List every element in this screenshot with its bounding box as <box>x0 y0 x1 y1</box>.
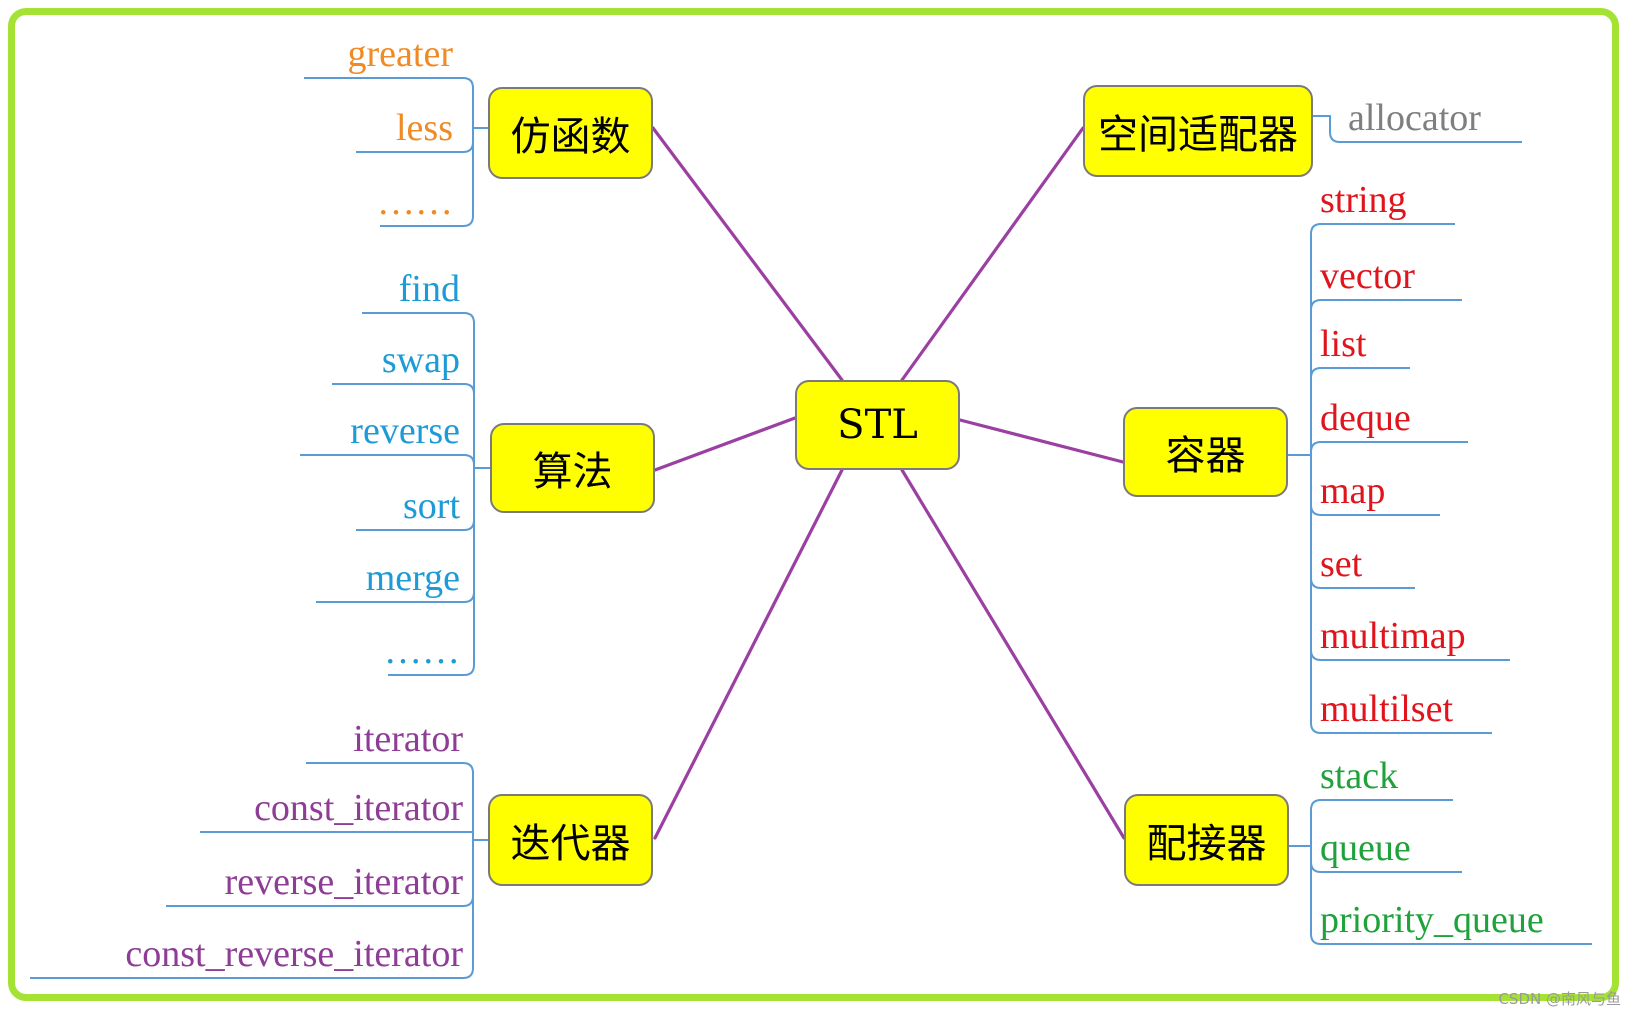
leaf-allocator[interactable]: allocator <box>1348 97 1481 139</box>
leaf-functor[interactable]: …… <box>377 181 453 223</box>
connector-allocator <box>900 126 1085 382</box>
leaf-algorithm[interactable]: swap <box>381 339 460 381</box>
leaf-branch-line <box>1310 367 1410 455</box>
leaf-branch-line <box>1310 846 1592 945</box>
leaf-branch-line <box>332 383 475 468</box>
leaf-functor[interactable]: less <box>396 107 453 149</box>
leaf-branch-line <box>300 454 475 468</box>
leaf-algorithm[interactable]: merge <box>365 557 460 599</box>
leaf-container[interactable]: vector <box>1320 255 1415 297</box>
leaf-algorithm[interactable]: reverse <box>350 410 460 452</box>
leaf-iterator[interactable]: iterator <box>353 718 463 760</box>
leaf-branch-line <box>1329 116 1522 143</box>
leaf-branch-line <box>304 77 474 128</box>
leaf-container[interactable]: multimap <box>1320 615 1466 657</box>
leaf-container[interactable]: set <box>1320 543 1363 585</box>
connector-adapter <box>900 468 1126 840</box>
leaf-adapter[interactable]: stack <box>1320 755 1399 797</box>
leaf-branch-line <box>1310 455 1492 734</box>
watermark: CSDN @南风与鱼 <box>1498 990 1621 1008</box>
leaf-branch-line <box>1310 441 1468 455</box>
connector-functor <box>651 126 844 382</box>
leaf-functor[interactable]: greater <box>347 33 453 75</box>
branch-node-allocator[interactable]: 空间适配器 <box>1083 85 1313 177</box>
center-node[interactable]: STL <box>795 380 960 470</box>
leaf-algorithm[interactable]: find <box>398 268 460 310</box>
diagram-frame <box>8 8 1619 1001</box>
leaf-adapter[interactable]: queue <box>1320 827 1411 869</box>
leaf-branch-line <box>1310 799 1453 846</box>
connector-iterator <box>653 468 844 840</box>
leaf-container[interactable]: string <box>1320 179 1407 221</box>
leaf-branch-line <box>1310 299 1462 455</box>
leaf-branch-line <box>380 128 474 227</box>
leaf-branch-line <box>306 762 474 840</box>
leaf-algorithm[interactable]: …… <box>384 630 460 672</box>
branch-node-adapter[interactable]: 配接器 <box>1124 794 1289 886</box>
leaf-branch-line <box>388 468 475 676</box>
connector-container <box>958 418 1125 464</box>
leaf-algorithm[interactable]: sort <box>403 485 460 527</box>
leaf-branch-line <box>362 312 475 468</box>
leaf-branch-line <box>30 840 474 979</box>
connector-algorithm <box>653 416 797 472</box>
leaf-container[interactable]: deque <box>1320 397 1411 439</box>
leaf-iterator[interactable]: reverse_iterator <box>224 861 463 903</box>
leaf-iterator[interactable]: const_reverse_iterator <box>125 933 463 975</box>
branch-node-algorithm[interactable]: 算法 <box>490 423 655 513</box>
leaf-container[interactable]: map <box>1320 470 1386 512</box>
branch-node-container[interactable]: 容器 <box>1123 407 1288 497</box>
leaf-container[interactable]: list <box>1320 323 1367 365</box>
branch-node-iterator[interactable]: 迭代器 <box>488 794 653 886</box>
leaf-branch-line <box>1310 223 1455 455</box>
branch-node-functor[interactable]: 仿函数 <box>488 87 653 179</box>
leaf-container[interactable]: multilset <box>1320 688 1453 730</box>
leaf-adapter[interactable]: priority_queue <box>1320 899 1544 941</box>
leaf-iterator[interactable]: const_iterator <box>254 787 463 829</box>
